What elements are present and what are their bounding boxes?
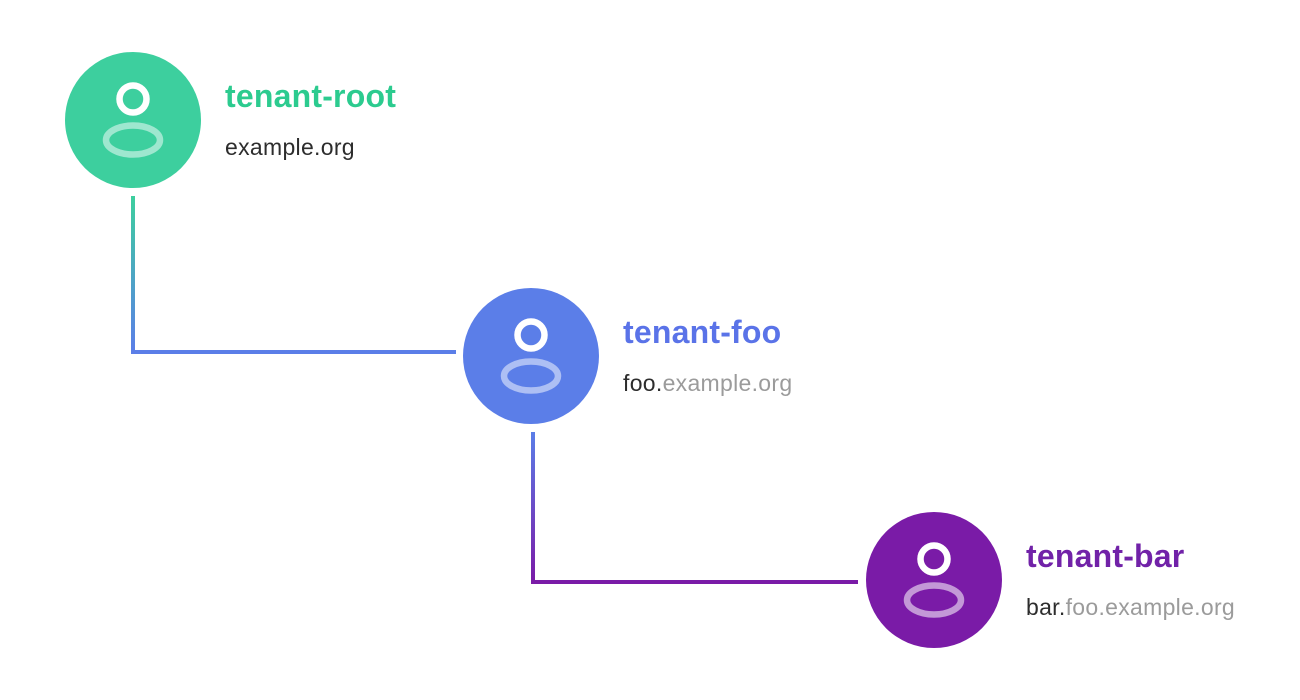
avatar-circle (866, 512, 1002, 648)
connector-root-to-foo (131, 196, 456, 354)
tenant-name: tenant-root (225, 78, 397, 114)
user-icon (866, 512, 1002, 648)
tenant-labels: tenant-foo foo.example.org (623, 288, 792, 397)
tenant-node-bar: tenant-bar bar.foo.example.org (866, 512, 1235, 648)
tenant-name: tenant-foo (623, 314, 782, 350)
tenant-labels: tenant-root example.org (225, 52, 396, 161)
tenant-domain-inherited: example.org (662, 370, 793, 396)
tenant-node-root: tenant-root example.org (65, 52, 396, 188)
user-icon (463, 288, 599, 424)
user-icon (65, 52, 201, 188)
tenant-domain-own: bar. (1026, 594, 1066, 620)
avatar-circle (463, 288, 599, 424)
tenant-labels: tenant-bar bar.foo.example.org (1026, 512, 1235, 621)
tenant-domain-inherited: foo.example.org (1065, 594, 1236, 620)
tenant-node-foo: tenant-foo foo.example.org (463, 288, 792, 424)
connector-foo-to-bar (531, 432, 858, 584)
tenant-name: tenant-bar (1026, 538, 1185, 574)
avatar-circle (65, 52, 201, 188)
tenant-domain: example.org (225, 133, 396, 161)
tenant-domain-own: example.org (225, 134, 355, 160)
tenant-domain: foo.example.org (623, 369, 792, 397)
tenant-domain: bar.foo.example.org (1026, 593, 1235, 621)
tenant-domain-own: foo. (623, 370, 663, 396)
